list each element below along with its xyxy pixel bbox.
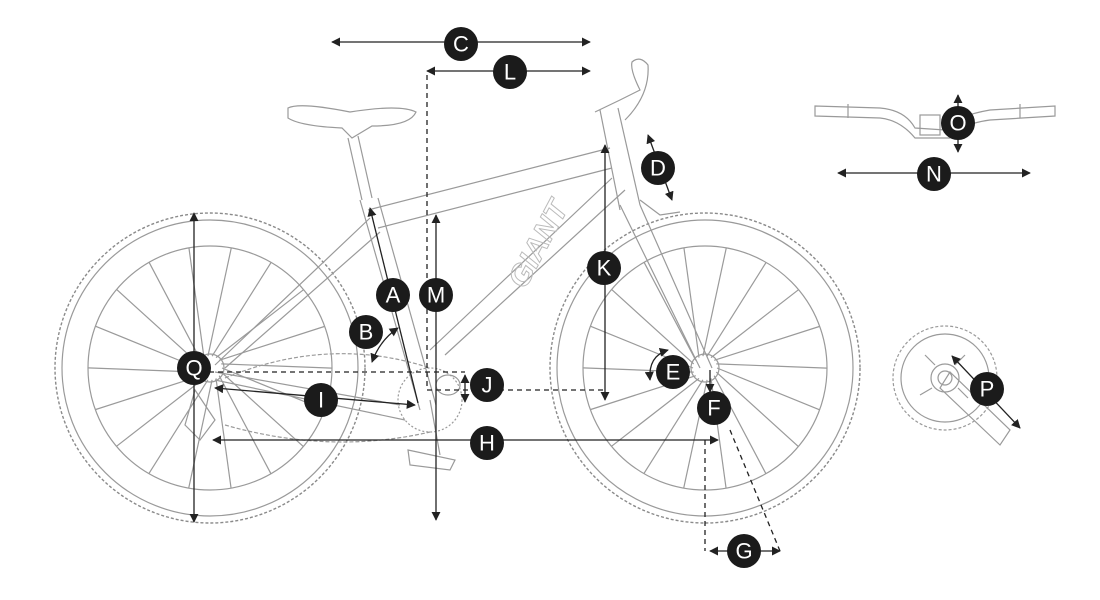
svg-text:H: H	[479, 431, 495, 456]
label-o: O	[941, 106, 975, 140]
svg-text:Q: Q	[185, 356, 202, 381]
label-b: B	[349, 315, 383, 349]
label-q: Q	[177, 351, 211, 385]
dim-b-arc	[370, 327, 399, 363]
svg-text:P: P	[980, 377, 995, 402]
dim-e-arc	[644, 348, 669, 381]
bike-frame: GIANT	[184, 58, 713, 471]
label-k: K	[587, 251, 621, 285]
svg-text:L: L	[504, 60, 516, 85]
dim-g-dash-2	[729, 429, 781, 552]
label-j: J	[470, 368, 504, 402]
handlebar-detail	[814, 104, 1056, 139]
label-h: H	[470, 426, 504, 460]
label-e: E	[656, 355, 690, 389]
bike-drawing: GIANT	[54, 58, 1056, 524]
label-c: C	[444, 27, 478, 61]
svg-text:E: E	[666, 360, 681, 385]
svg-text:K: K	[597, 256, 612, 281]
label-d: D	[641, 151, 675, 185]
label-g: G	[727, 534, 761, 568]
label-l: L	[493, 55, 527, 89]
svg-text:D: D	[650, 156, 666, 181]
dimension-lines	[189, 37, 1031, 556]
svg-text:C: C	[453, 32, 469, 57]
label-f: F	[697, 391, 731, 425]
label-p: P	[970, 372, 1004, 406]
label-m: M	[419, 278, 453, 312]
svg-text:J: J	[482, 373, 493, 398]
svg-text:N: N	[926, 162, 942, 187]
svg-text:O: O	[949, 111, 966, 136]
svg-text:G: G	[735, 539, 752, 564]
svg-text:I: I	[318, 388, 324, 413]
svg-text:F: F	[707, 396, 720, 421]
svg-text:B: B	[359, 320, 374, 345]
svg-text:M: M	[427, 283, 445, 308]
giant-logo: GIANT	[502, 193, 576, 293]
dimension-labels: C L D K A M B Q E J F I H G O N P	[177, 27, 1004, 568]
label-i: I	[304, 383, 338, 417]
label-n: N	[917, 157, 951, 191]
svg-text:A: A	[386, 283, 401, 308]
label-a: A	[376, 278, 410, 312]
